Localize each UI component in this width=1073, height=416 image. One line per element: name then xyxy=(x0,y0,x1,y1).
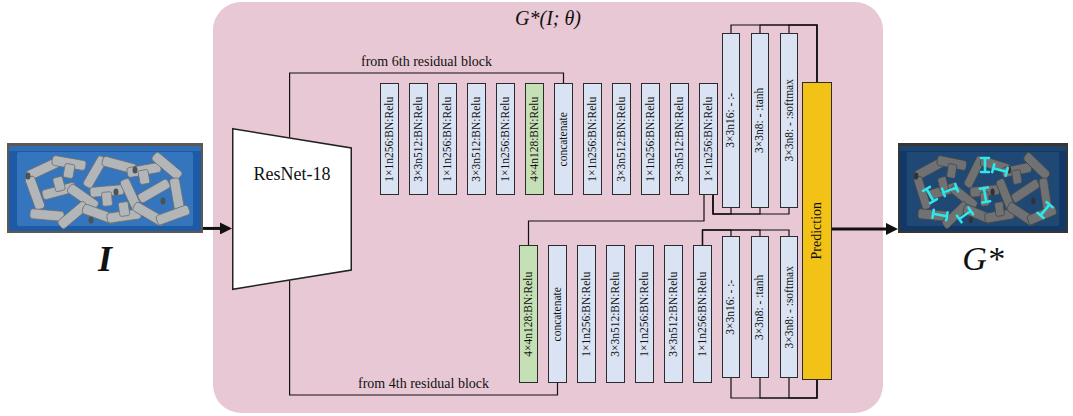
panel-title: G*(I; θ) xyxy=(213,6,883,30)
upsample-box: 4×4n128:BN:Relu xyxy=(525,83,544,195)
output-photo-part-part xyxy=(942,184,958,196)
output-photo-part-part xyxy=(992,164,1008,175)
layer-label: Prediction xyxy=(809,202,824,260)
output-photo-part-part xyxy=(980,187,990,202)
head-box: 3×3n8: - :tanh xyxy=(751,33,769,208)
data-flow-line xyxy=(789,378,817,398)
data-flow-line xyxy=(760,378,817,398)
network-panel-ground xyxy=(213,2,883,413)
layer-label: 1×1n256:BN:Relu xyxy=(696,271,709,356)
edge-label: from 4th residual block xyxy=(358,376,489,392)
layer-box: 1×1n256:BN:Relu xyxy=(583,83,602,195)
output-photo xyxy=(898,143,1068,233)
layer-box: 1×1n256:BN:Relu xyxy=(635,245,654,383)
backbone-label: ResNet-18 xyxy=(232,164,352,185)
layer-box: 1×1n256:BN:Relu xyxy=(641,83,660,195)
output-photo-part-part xyxy=(957,208,973,223)
layer-label: 1×1n256:BN:Relu xyxy=(383,96,396,181)
trapezoid-outline xyxy=(232,128,352,290)
layer-box: 1×1n256:BN:Relu xyxy=(699,83,718,195)
trapezoid-shape xyxy=(233,129,352,290)
data-flow-line xyxy=(731,378,817,398)
head-box: 3×3n8: - :softmax xyxy=(780,33,798,208)
layer-label: 1×1n256:BN:Relu xyxy=(580,271,593,356)
layer-label: 1×1n256:BN:Relu xyxy=(586,96,599,181)
layer-label: 3×3n512:BN:Relu xyxy=(470,96,483,181)
layer-box: 3×3n512:BN:Relu xyxy=(670,83,689,195)
data-flow-line xyxy=(703,230,790,245)
layer-label: concatenate xyxy=(557,112,570,166)
output-photo-part-part xyxy=(923,187,937,203)
layer-box: 3×3n512:BN:Relu xyxy=(606,245,625,383)
layer-label: 1×1n256:BN:Relu xyxy=(441,96,454,181)
data-flow-line xyxy=(529,195,705,245)
layer-box: 1×1n256:BN:Relu xyxy=(380,83,399,195)
layer-label: 1×1n256:BN:Relu xyxy=(638,271,651,356)
layer-label: 4×4n128:BN:Relu xyxy=(528,96,541,181)
backbone-trapezoid: ResNet-18 xyxy=(232,128,352,290)
layer-label: 4×4n128:BN:Relu xyxy=(522,271,535,356)
edge-label-holder: from 4th residual block xyxy=(358,376,489,392)
layer-label: 3×3n16: - :- xyxy=(725,93,738,148)
data-flow-line xyxy=(731,25,817,82)
data-flow-line xyxy=(290,280,558,395)
layer-label: 1×1n256:BN:Relu xyxy=(499,96,512,181)
output-photo-part-part xyxy=(981,158,989,172)
layer-label: 3×3n8: - :softmax xyxy=(783,79,796,162)
layer-label: 1×1n256:BN:Relu xyxy=(702,96,715,181)
flow-arrow xyxy=(203,227,220,230)
input-image: I xyxy=(7,143,203,233)
layer-label: 3×3n16: - :- xyxy=(725,279,738,334)
layer-label: 3×3n512:BN:Relu xyxy=(609,271,622,356)
output-photo-part-part xyxy=(932,210,947,220)
prediction-box: Prediction xyxy=(802,82,832,380)
output-photo-part xyxy=(923,158,1053,222)
layer-label: 3×3n8: - :tanh xyxy=(754,274,767,339)
layer-label: 3×3n512:BN:Relu xyxy=(412,96,425,181)
layer-box: 1×1n256:BN:Relu xyxy=(577,245,596,383)
image-symbol: G* xyxy=(898,239,1068,278)
image-symbol: I xyxy=(7,239,203,280)
layer-box: 1×1n256:BN:Relu xyxy=(438,83,457,195)
layer-box: 3×3n512:BN:Relu xyxy=(467,83,486,195)
layer-label: 3×3n8: - :tanh xyxy=(754,88,767,153)
head-box: 3×3n16: - :- xyxy=(722,33,740,208)
layer-label: 1×1n256:BN:Relu xyxy=(644,96,657,181)
output-photo-part xyxy=(898,143,1068,233)
concat-box: concatenate xyxy=(554,83,573,195)
flow-arrow xyxy=(832,227,886,230)
layer-box: 3×3n512:BN:Relu xyxy=(664,245,683,383)
layer-box: 3×3n512:BN:Relu xyxy=(612,83,631,195)
edge-label-holder: from 6th residual block xyxy=(361,54,492,70)
layer-label: 3×3n512:BN:Relu xyxy=(673,96,686,181)
layer-label: 3×3n8: - :softmax xyxy=(783,266,796,349)
layer-box: 1×1n256:BN:Relu xyxy=(693,245,712,383)
output-photo-part xyxy=(898,143,1068,233)
output-photo-part-part xyxy=(1037,202,1052,218)
layer-box: 1×1n256:BN:Relu xyxy=(496,83,515,195)
edge-label: from 6th residual block xyxy=(361,54,492,70)
head-box: 3×3n16: - :- xyxy=(722,236,740,378)
upsample-box: 4×4n128:BN:Relu xyxy=(519,245,538,383)
layer-label: 3×3n512:BN:Relu xyxy=(667,271,680,356)
network-panel: G*(I; θ) ResNet-18 1×1n256:BN:Relu 3×3n512:… xyxy=(213,2,883,413)
head-box: 3×3n8: - :softmax xyxy=(780,236,798,378)
layer-label: concatenate xyxy=(551,287,564,341)
concat-box: concatenate xyxy=(548,245,567,383)
layer-box: 3×3n512:BN:Relu xyxy=(409,83,428,195)
layer-label: 3×3n512:BN:Relu xyxy=(615,96,628,181)
output-image: G* xyxy=(898,143,1068,233)
head-box: 3×3n8: - :tanh xyxy=(751,236,769,378)
input-photo xyxy=(7,143,203,233)
